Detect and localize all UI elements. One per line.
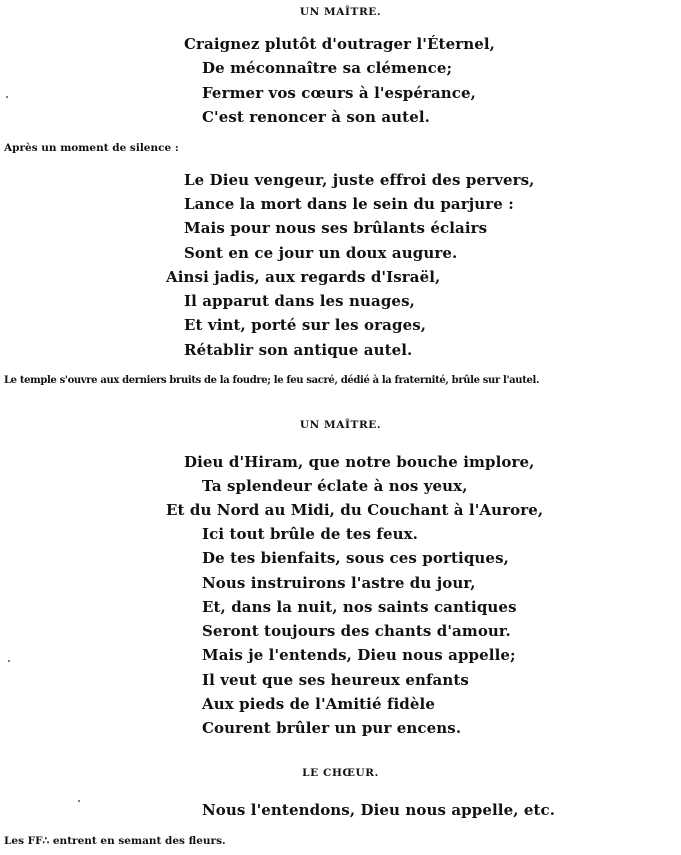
verse-line: Courent brûler un pur encens. — [202, 719, 462, 737]
verse-line: Fermer vos cœurs à l'espérance, — [202, 84, 477, 102]
stage-direction: Les FF∴ entrent en semant des fleurs. — [4, 835, 226, 847]
verse-line: Dieu d'Hiram, que notre bouche implore, — [184, 453, 535, 471]
verse-line: Mais pour nous ses brûlants éclairs — [184, 219, 488, 237]
scan-speck — [6, 96, 8, 98]
verse-line: De tes bienfaits, sous ces portiques, — [202, 549, 509, 567]
verse-line: Ta splendeur éclate à nos yeux, — [202, 477, 468, 495]
verse-line: Le Dieu vengeur, juste effroi des perver… — [184, 171, 535, 189]
stage-direction: Après un moment de silence : — [4, 142, 179, 154]
verse-line: Rétablir son antique autel. — [184, 341, 413, 359]
verse-line: Ici tout brûle de tes feux. — [202, 525, 418, 543]
verse-line: Ainsi jadis, aux regards d'Israël, — [166, 268, 441, 286]
verse-line: De méconnaître sa clémence; — [202, 59, 453, 77]
scan-speck — [78, 800, 80, 802]
speaker-heading-le-choeur: LE CHŒUR. — [302, 767, 379, 779]
speaker-heading-un-maitre-1: UN MAÎTRE. — [299, 6, 382, 18]
verse-line: C'est renoncer à son autel. — [202, 108, 430, 126]
verse-line: Aux pieds de l'Amitié fidèle — [202, 695, 435, 713]
scan-speck — [8, 660, 10, 662]
speaker-heading-un-maitre-2: UN MAÎTRE. — [299, 419, 382, 431]
verse-line: Sont en ce jour un doux augure. — [184, 244, 458, 262]
verse-line: Seront toujours des chants d'amour. — [202, 622, 511, 640]
verse-line: Il veut que ses heureux enfants — [202, 671, 469, 689]
verse-line: Il apparut dans les nuages, — [184, 292, 415, 310]
verse-line: Et du Nord au Midi, du Couchant à l'Auro… — [166, 501, 544, 519]
verse-line: Et vint, porté sur les orages, — [184, 316, 427, 334]
stage-direction: Le temple s'ouvre aux derniers bruits de… — [4, 375, 540, 386]
verse-line: Nous instruirons l'astre du jour, — [202, 574, 476, 592]
verse-line-chorus: Nous l'entendons, Dieu nous appelle, etc… — [202, 801, 556, 819]
verse-line: Craignez plutôt d'outrager l'Éternel, — [184, 35, 495, 53]
verse-line: Et, dans la nuit, nos saints cantiques — [202, 598, 517, 616]
verse-line: Mais je l'entends, Dieu nous appelle; — [202, 646, 516, 664]
verse-line: Lance la mort dans le sein du parjure : — [184, 195, 514, 213]
